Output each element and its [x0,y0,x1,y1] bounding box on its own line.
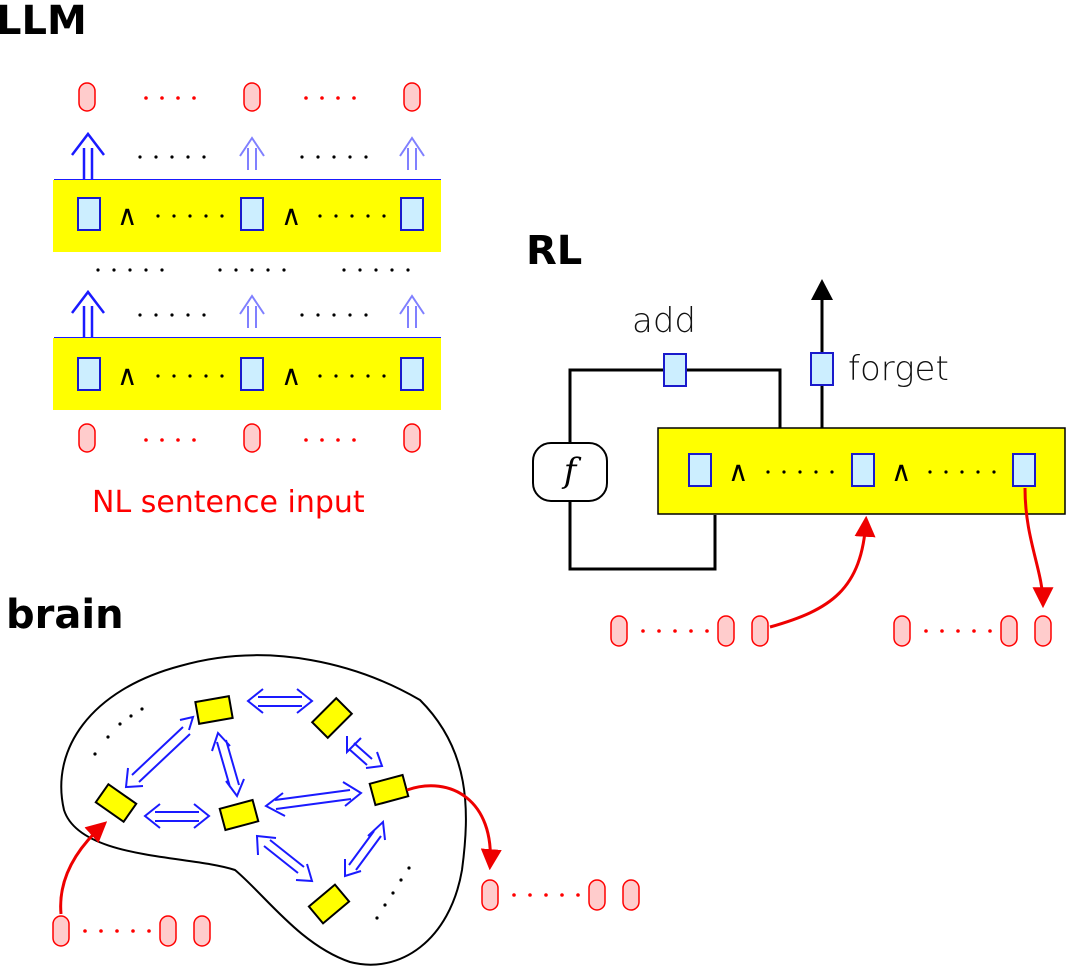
rl-state-fact-2 [851,453,875,487]
llm-title: LLM [0,0,87,44]
llm-upper-layer: ∧ ∧ [53,180,441,252]
llm-caption: NL sentence input [92,485,365,520]
rl-forget-label: forget [848,349,949,389]
brain-link-7 [255,834,314,883]
rl-and-1: ∧ [728,455,749,488]
llm-upper-double-arrow-1 [71,131,105,180]
llm-lower-double-arrow-1 [71,289,105,338]
brain-input-arrow [59,821,108,915]
llm-upper-layer-ellipsis [156,214,386,218]
llm-lower-and-2: ∧ [281,359,302,392]
rl-title: RL [526,228,582,274]
llm-output-tokens [78,82,421,112]
brain-input-ellipsis [83,929,151,933]
llm-lower-layer-ellipsis [156,374,386,378]
llm-upper-double-arrow-2 [239,136,265,170]
brain-node-6 [307,883,351,925]
llm-upper-arrow-ellipsis [138,155,368,159]
llm-lower-double-arrow-3 [399,294,425,328]
llm-input-token-2 [243,423,261,453]
llm-lower-fact-2 [240,357,264,391]
brain-bottom-right-ellipsis [375,866,411,920]
brain-input-token-3 [193,915,211,947]
llm-input-ellipsis [144,438,356,442]
llm-lower-arrow-ellipsis [138,313,368,317]
llm-lower-fact-3 [400,357,424,391]
llm-input-token-1 [78,423,96,453]
llm-output-ellipsis [144,96,356,100]
rl-output-token-3 [1034,615,1052,647]
llm-section: LLM ∧ [0,0,441,520]
brain-link-3 [346,736,384,769]
rl-state-fact-1 [688,453,712,487]
rl-input-ellipsis [641,629,709,633]
brain-nodes [94,695,410,925]
rl-and-2: ∧ [891,455,912,488]
brain-node-2 [310,696,354,740]
rl-output-ellipsis [924,629,992,633]
llm-layer-gap-ellipsis [96,268,410,272]
rl-output-token-1 [893,615,911,647]
brain-input-token-1 [52,915,70,947]
brain-link-6 [264,781,363,817]
rl-output-tokens [893,615,1052,647]
brain-output-ellipsis [512,893,580,897]
rl-input-tokens [610,615,769,647]
brain-output-token-2 [588,879,606,911]
rl-forget-fact [810,352,834,386]
rl-forget-arrowhead [811,279,833,300]
rl-add-label: add [632,301,696,341]
rl-input-token-1 [610,615,628,647]
rl-section: RL add forget f ∧ ∧ [526,228,1066,647]
llm-upper-and-1: ∧ [117,199,138,232]
llm-output-token-3 [403,82,421,112]
brain-connections [124,688,386,883]
brain-node-3 [94,782,138,824]
llm-input-tokens [78,423,421,453]
brain-input-token-2 [159,915,177,947]
brain-output-arrow [406,784,502,871]
llm-output-token-1 [78,82,96,112]
brain-output-token-1 [481,879,499,911]
rl-state-ellipsis [766,470,996,474]
llm-lower-double-arrow-2 [239,294,265,328]
brain-outline [60,654,467,966]
llm-lower-and-1: ∧ [117,359,138,392]
brain-title: brain [6,592,124,638]
llm-upper-double-arrow-3 [399,136,425,170]
brain-link-8 [344,819,386,878]
brain-output-tokens [481,879,640,911]
rl-input-token-2 [717,615,735,647]
rl-input-arrow [769,515,876,629]
brain-link-1 [246,688,314,714]
llm-upper-and-2: ∧ [281,199,302,232]
brain-link-4 [211,731,245,799]
llm-upper-fact-3 [400,197,424,231]
rl-state-fact-3 [1012,453,1036,487]
llm-input-token-3 [403,423,421,453]
brain-node-1 [194,695,234,725]
rl-function-node [532,442,608,502]
llm-upper-fact-1 [77,197,101,231]
brain-link-2 [124,715,195,789]
llm-output-token-2 [243,82,261,112]
rl-feedback-loop [568,501,717,571]
brain-output-token-3 [622,879,640,911]
rl-output-token-2 [1000,615,1018,647]
brain-input-tokens [52,915,211,947]
brain-link-5 [143,803,211,829]
llm-lower-fact-1 [77,357,101,391]
brain-node-5 [218,798,260,832]
brain-section: brain [6,592,640,966]
rl-output-arrow [1023,487,1054,609]
brain-top-left-ellipsis [93,707,144,756]
llm-lower-layer: ∧ ∧ [53,338,441,410]
brain-node-4 [368,773,410,807]
rl-input-token-3 [751,615,769,647]
llm-upper-fact-2 [240,197,264,231]
rl-add-fact [663,353,687,387]
